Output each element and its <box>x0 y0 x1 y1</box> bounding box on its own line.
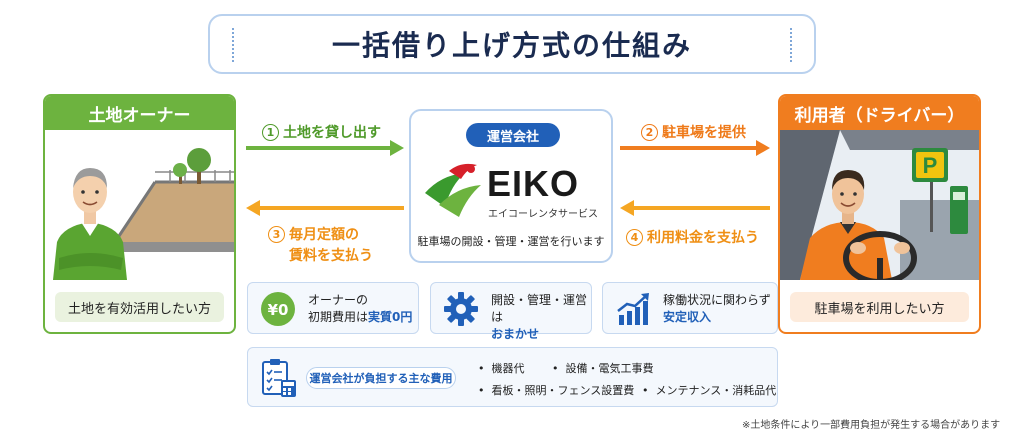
owner-illustration <box>53 148 234 280</box>
feature-operation: 開設・管理・運営は おまかせ <box>430 282 592 341</box>
flow-3-line2: 賃料を支払う <box>289 248 373 264</box>
owner-card: 土地オーナー 土地を有効活用したい方 <box>43 94 236 334</box>
title-dotted-line-left <box>232 28 234 62</box>
user-card: 利用者（ドライバー） P 駐車場を利用したい方 <box>778 94 981 334</box>
user-heading: 利用者（ドライバー） <box>780 96 979 130</box>
gear-icon <box>444 292 478 326</box>
flow-2-text: 駐車場を提供 <box>662 125 746 141</box>
operator-description: 駐車場の開設・管理・運営を行います <box>417 235 605 248</box>
footnote: ※土地条件により一部費用負担が発生する場合があります <box>742 420 1001 431</box>
driver-illustration: P <box>780 130 979 280</box>
title-banner: 一括借り上げ方式の仕組み <box>208 14 816 74</box>
feature-initial-cost: ¥0 オーナーの 初期費用は実質0円 <box>247 282 419 334</box>
cost-label: 運営会社が負担する主な費用 <box>306 367 456 389</box>
feature-operation-line1: 開設・管理・運営は <box>491 293 588 324</box>
flow-4-number: 4 <box>626 229 643 246</box>
page-title: 一括借り上げ方式の仕組み <box>331 29 692 62</box>
flow-4-arrow <box>620 200 770 216</box>
yen-zero-icon: ¥0 <box>261 292 295 326</box>
flow-2-number: 2 <box>641 124 658 141</box>
flow-1-arrow <box>246 140 404 156</box>
feature-initial-cost-highlight: 実質0円 <box>368 310 413 324</box>
flow-4-text: 利用料金を支払う <box>647 230 759 246</box>
feature-stable-income-line1: 稼働状況に関わらず <box>663 293 771 307</box>
feature-operation-highlight: おまかせ <box>491 327 540 341</box>
flow-1-number: 1 <box>262 124 279 141</box>
cost-item: • 設備・電気工事費 <box>552 362 654 375</box>
flow-2-arrow <box>620 140 770 156</box>
title-dotted-line-right <box>790 28 792 62</box>
parking-sign-letter: P <box>923 153 938 178</box>
feature-initial-cost-line2: 初期費用は <box>308 310 369 324</box>
feature-initial-cost-text: オーナーの 初期費用は実質0円 <box>308 292 412 326</box>
feature-initial-cost-line1: オーナーの <box>308 293 369 307</box>
cost-item: • メンテナンス・消耗品代 <box>642 384 777 397</box>
cost-box: 運営会社が負担する主な費用 • 機器代 • 設備・電気工事費 • 看板・照明・フ… <box>247 347 778 407</box>
checklist-calculator-icon <box>262 359 296 397</box>
growth-chart-icon <box>617 293 649 325</box>
owner-heading: 土地オーナー <box>45 96 234 130</box>
flow-3-line1: 毎月定額の <box>289 227 359 243</box>
feature-stable-income-highlight: 安定収入 <box>663 310 712 324</box>
feature-operation-text: 開設・管理・運営は おまかせ <box>491 292 591 343</box>
feature-stable-income-text: 稼働状況に関わらず 安定収入 <box>663 292 771 326</box>
flow-3-number: 3 <box>268 226 285 243</box>
yen-zero-text: ¥0 <box>268 301 289 319</box>
owner-caption: 土地を有効活用したい方 <box>55 292 224 322</box>
eiko-logo-icon <box>425 163 481 217</box>
flow-1-text: 土地を貸し出す <box>283 125 381 141</box>
operator-badge: 運営会社 <box>466 123 560 147</box>
cost-item: • 看板・照明・フェンス設置費 <box>478 384 635 397</box>
feature-stable-income: 稼働状況に関わらず 安定収入 <box>602 282 778 334</box>
cost-item: • 機器代 <box>478 362 525 375</box>
flow-3-arrow <box>246 200 404 216</box>
operator-card: 運営会社 EIKO エイコーレンタサービス 駐車場の開設・管理・運営を行います <box>409 109 613 263</box>
eiko-logo-kana: エイコーレンタサービス <box>488 209 598 220</box>
user-caption: 駐車場を利用したい方 <box>790 292 969 322</box>
eiko-logo-text: EIKO <box>487 163 580 204</box>
